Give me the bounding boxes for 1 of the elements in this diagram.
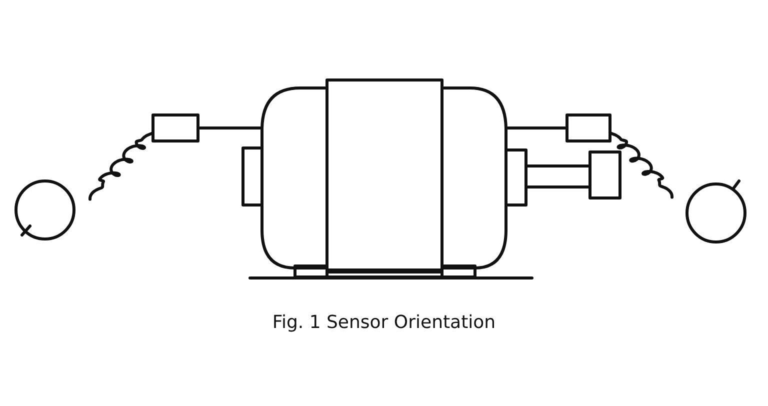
figure-caption: Fig. 1 Sensor Orientation <box>272 312 496 333</box>
